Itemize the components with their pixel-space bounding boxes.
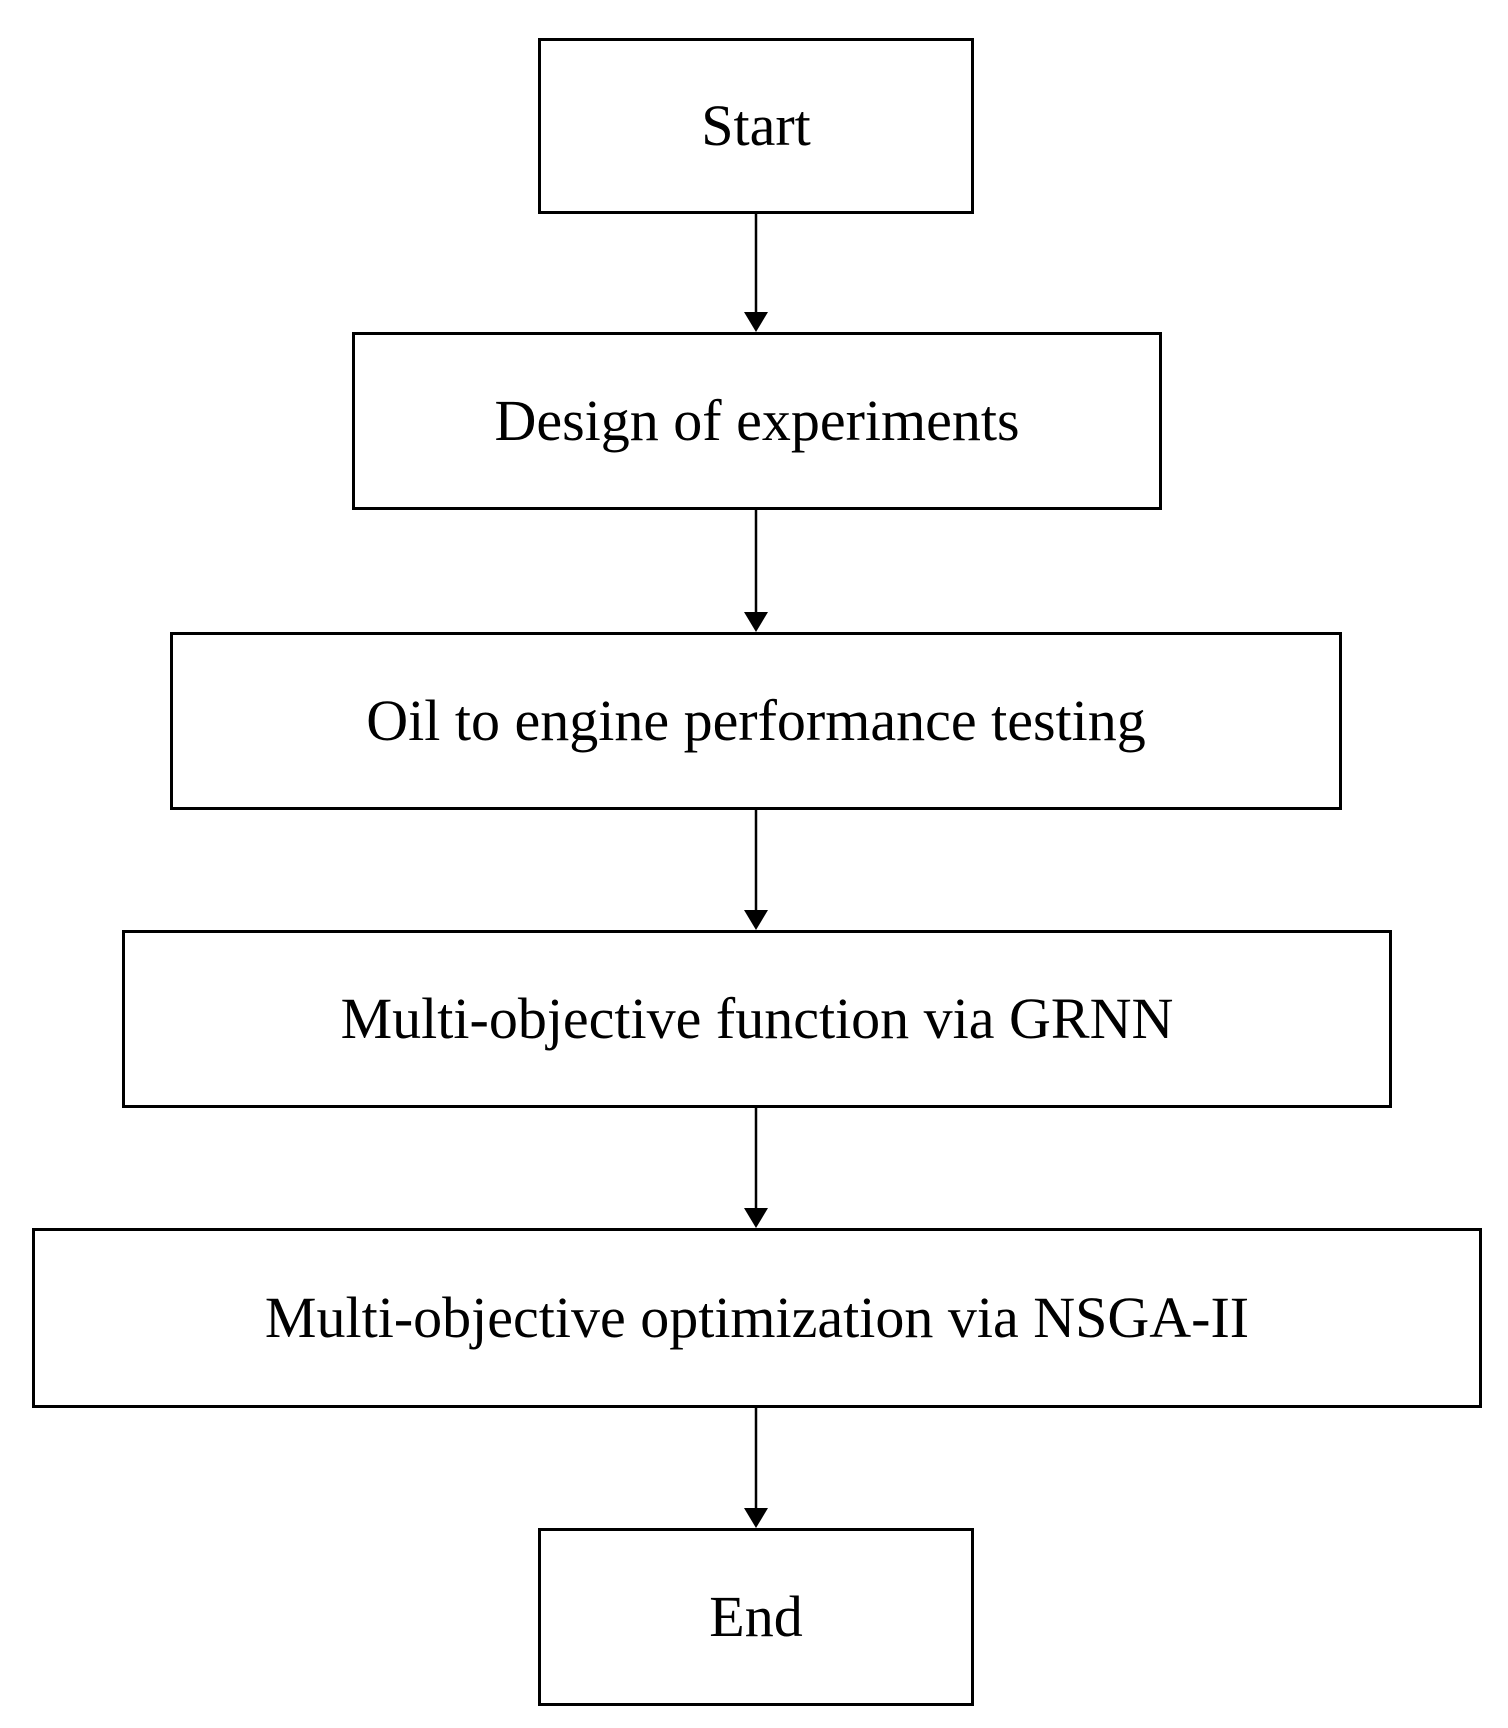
grnn-objective-function-box: Multi-objective function via GRNN	[122, 930, 1392, 1108]
design-of-experiments-box: Design of experiments	[352, 332, 1162, 510]
arrow-nsga-to-end	[744, 1408, 768, 1528]
grnn-objective-function-label: Multi-objective function via GRNN	[340, 986, 1174, 1051]
end-label: End	[709, 1584, 803, 1649]
end-box: End	[538, 1528, 974, 1706]
engine-performance-testing-label: Oil to engine performance testing	[366, 688, 1146, 753]
arrow-start-to-design	[744, 214, 768, 332]
start-box: Start	[538, 38, 974, 214]
nsga-ii-optimization-box: Multi-objective optimization via NSGA-II	[32, 1228, 1482, 1408]
nsga-ii-optimization-label: Multi-objective optimization via NSGA-II	[264, 1285, 1250, 1350]
design-of-experiments-label: Design of experiments	[494, 388, 1020, 453]
arrow-grnn-to-nsga	[744, 1108, 768, 1228]
arrow-testing-to-grnn	[744, 810, 768, 930]
arrow-design-to-testing	[744, 510, 768, 632]
start-label: Start	[701, 93, 811, 158]
engine-performance-testing-box: Oil to engine performance testing	[170, 632, 1342, 810]
